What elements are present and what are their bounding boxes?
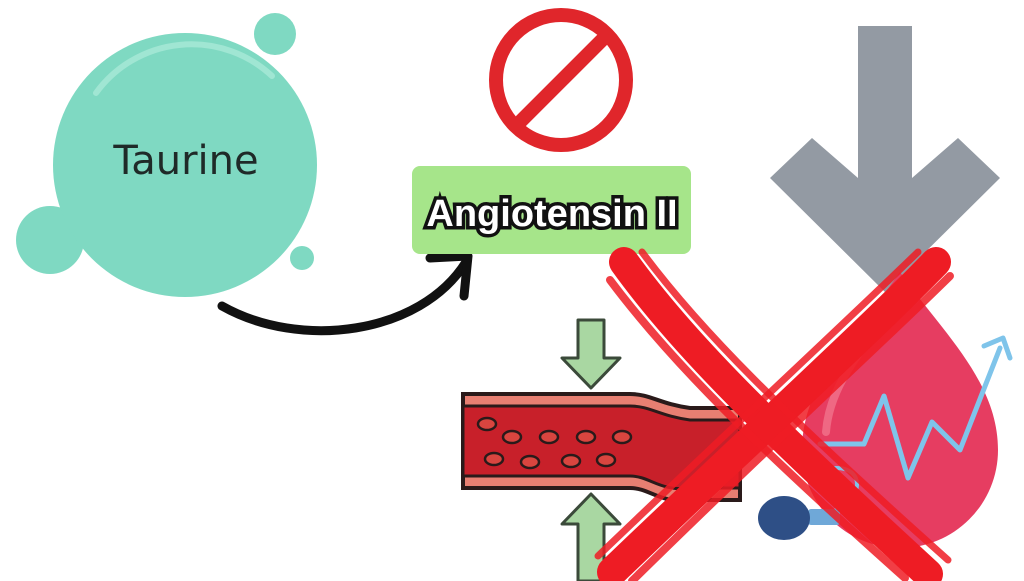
blood-cell [519, 454, 541, 470]
taurine-bubble-group: Taurine [16, 13, 317, 297]
blood-cell [476, 416, 498, 432]
trend-arrow-head [981, 335, 1013, 361]
curved-arrow-shaft [217, 257, 471, 336]
blood-cell [483, 451, 505, 467]
taurine-bubble [53, 33, 317, 297]
blood-cell [560, 453, 582, 469]
x-stroke-main-1 [609, 247, 943, 581]
bubble-highlight [93, 41, 275, 96]
blood-cell [575, 429, 597, 445]
x-stroke-main-2 [597, 247, 951, 581]
rising-trend-icon [817, 345, 1003, 481]
x-brush-3 [628, 272, 954, 581]
no-symbol-icon [489, 8, 633, 152]
small-bubble-right [290, 246, 314, 270]
blood-cell [501, 429, 523, 445]
x-brush-2 [638, 248, 952, 564]
red-x-icon [594, 247, 954, 581]
compress-arrow-top [560, 318, 622, 390]
blood-cell [611, 429, 633, 445]
angiotensin-box: Angiotensin II [412, 166, 691, 254]
compress-arrow-bottom [560, 492, 622, 581]
x-brush-1 [606, 276, 909, 581]
curved-arrow-head [425, 251, 473, 301]
blood-cell [538, 429, 560, 445]
curved-arrow [217, 251, 473, 336]
small-bubble-top [254, 13, 296, 55]
angiotensin-label: Angiotensin II [426, 193, 677, 235]
taurine-label: Taurine [112, 138, 258, 184]
x-brush-4 [594, 248, 922, 560]
blood-cell [595, 452, 617, 468]
constricted-vessel-icon [461, 318, 742, 581]
down-arrow-icon [770, 26, 1000, 292]
blood-pressure-bulb-icon [758, 496, 810, 540]
blood-cells [476, 416, 633, 470]
